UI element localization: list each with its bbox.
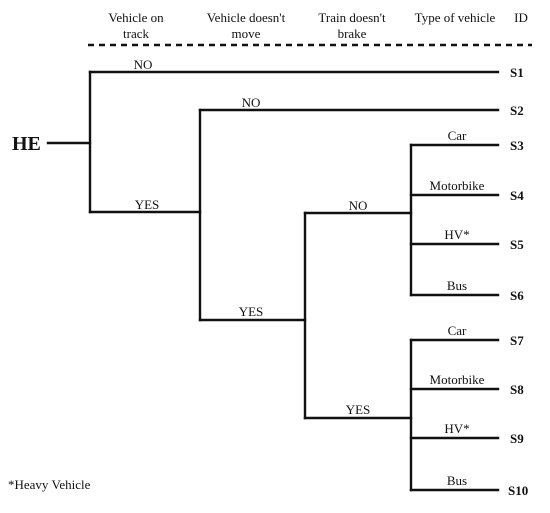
label-type-car-lower: Car bbox=[448, 323, 467, 338]
branch-vehicle-doesnt-move: NO YES bbox=[198, 95, 500, 322]
column-headers: Vehicle on track Vehicle doesn't move Tr… bbox=[108, 10, 527, 41]
label-type-bus-upper: Bus bbox=[447, 278, 467, 293]
header-vehicle-on-track-line2: track bbox=[123, 26, 149, 41]
label-type-car-upper: Car bbox=[448, 128, 467, 143]
scenario-id-s3: S3 bbox=[510, 138, 524, 153]
label-vehicle-on-track-no: NO bbox=[134, 57, 153, 72]
label-vehicle-on-track-yes: YES bbox=[135, 197, 160, 212]
branch-vehicle-on-track: NO YES bbox=[88, 57, 500, 214]
label-vehicle-doesnt-move-no: NO bbox=[242, 95, 261, 110]
root-label-he: HE bbox=[12, 133, 41, 155]
label-train-doesnt-brake-no: NO bbox=[349, 198, 368, 213]
scenario-id-s6: S6 bbox=[510, 288, 524, 303]
scenario-id-s1: S1 bbox=[510, 65, 524, 80]
scenario-id-s10: S10 bbox=[508, 483, 528, 498]
label-train-doesnt-brake-yes: YES bbox=[346, 402, 371, 417]
header-train-doesnt-brake-line2: brake bbox=[338, 26, 367, 41]
scenario-ids: S1 S2 S3 S4 S5 S6 S7 S8 S9 S10 bbox=[508, 65, 528, 498]
scenario-id-s7: S7 bbox=[510, 333, 524, 348]
scenario-id-s8: S8 bbox=[510, 382, 524, 397]
branch-train-doesnt-brake: NO YES bbox=[303, 198, 413, 420]
scenario-id-s2: S2 bbox=[510, 103, 524, 118]
scenario-id-s4: S4 bbox=[510, 188, 524, 203]
scenario-id-s9: S9 bbox=[510, 431, 524, 446]
footnote-heavy-vehicle: *Heavy Vehicle bbox=[8, 477, 91, 492]
label-vehicle-doesnt-move-yes: YES bbox=[239, 304, 264, 319]
header-vehicle-on-track-line1: Vehicle on bbox=[108, 10, 164, 25]
label-type-bus-lower: Bus bbox=[447, 473, 467, 488]
branch-type-of-vehicle-upper: Car Motorbike HV* Bus bbox=[409, 128, 500, 297]
header-vehicle-doesnt-move-line1: Vehicle doesn't bbox=[207, 10, 286, 25]
header-id: ID bbox=[514, 10, 528, 25]
branch-type-of-vehicle-lower: Car Motorbike HV* Bus bbox=[409, 323, 500, 492]
label-type-hv-upper: HV* bbox=[444, 227, 469, 242]
label-type-motorbike-upper: Motorbike bbox=[430, 178, 485, 193]
header-type-of-vehicle: Type of vehicle bbox=[415, 10, 496, 25]
header-train-doesnt-brake-line1: Train doesn't bbox=[318, 10, 386, 25]
label-type-motorbike-lower: Motorbike bbox=[430, 372, 485, 387]
header-vehicle-doesnt-move-line2: move bbox=[232, 26, 261, 41]
scenario-id-s5: S5 bbox=[510, 237, 524, 252]
label-type-hv-lower: HV* bbox=[444, 421, 469, 436]
